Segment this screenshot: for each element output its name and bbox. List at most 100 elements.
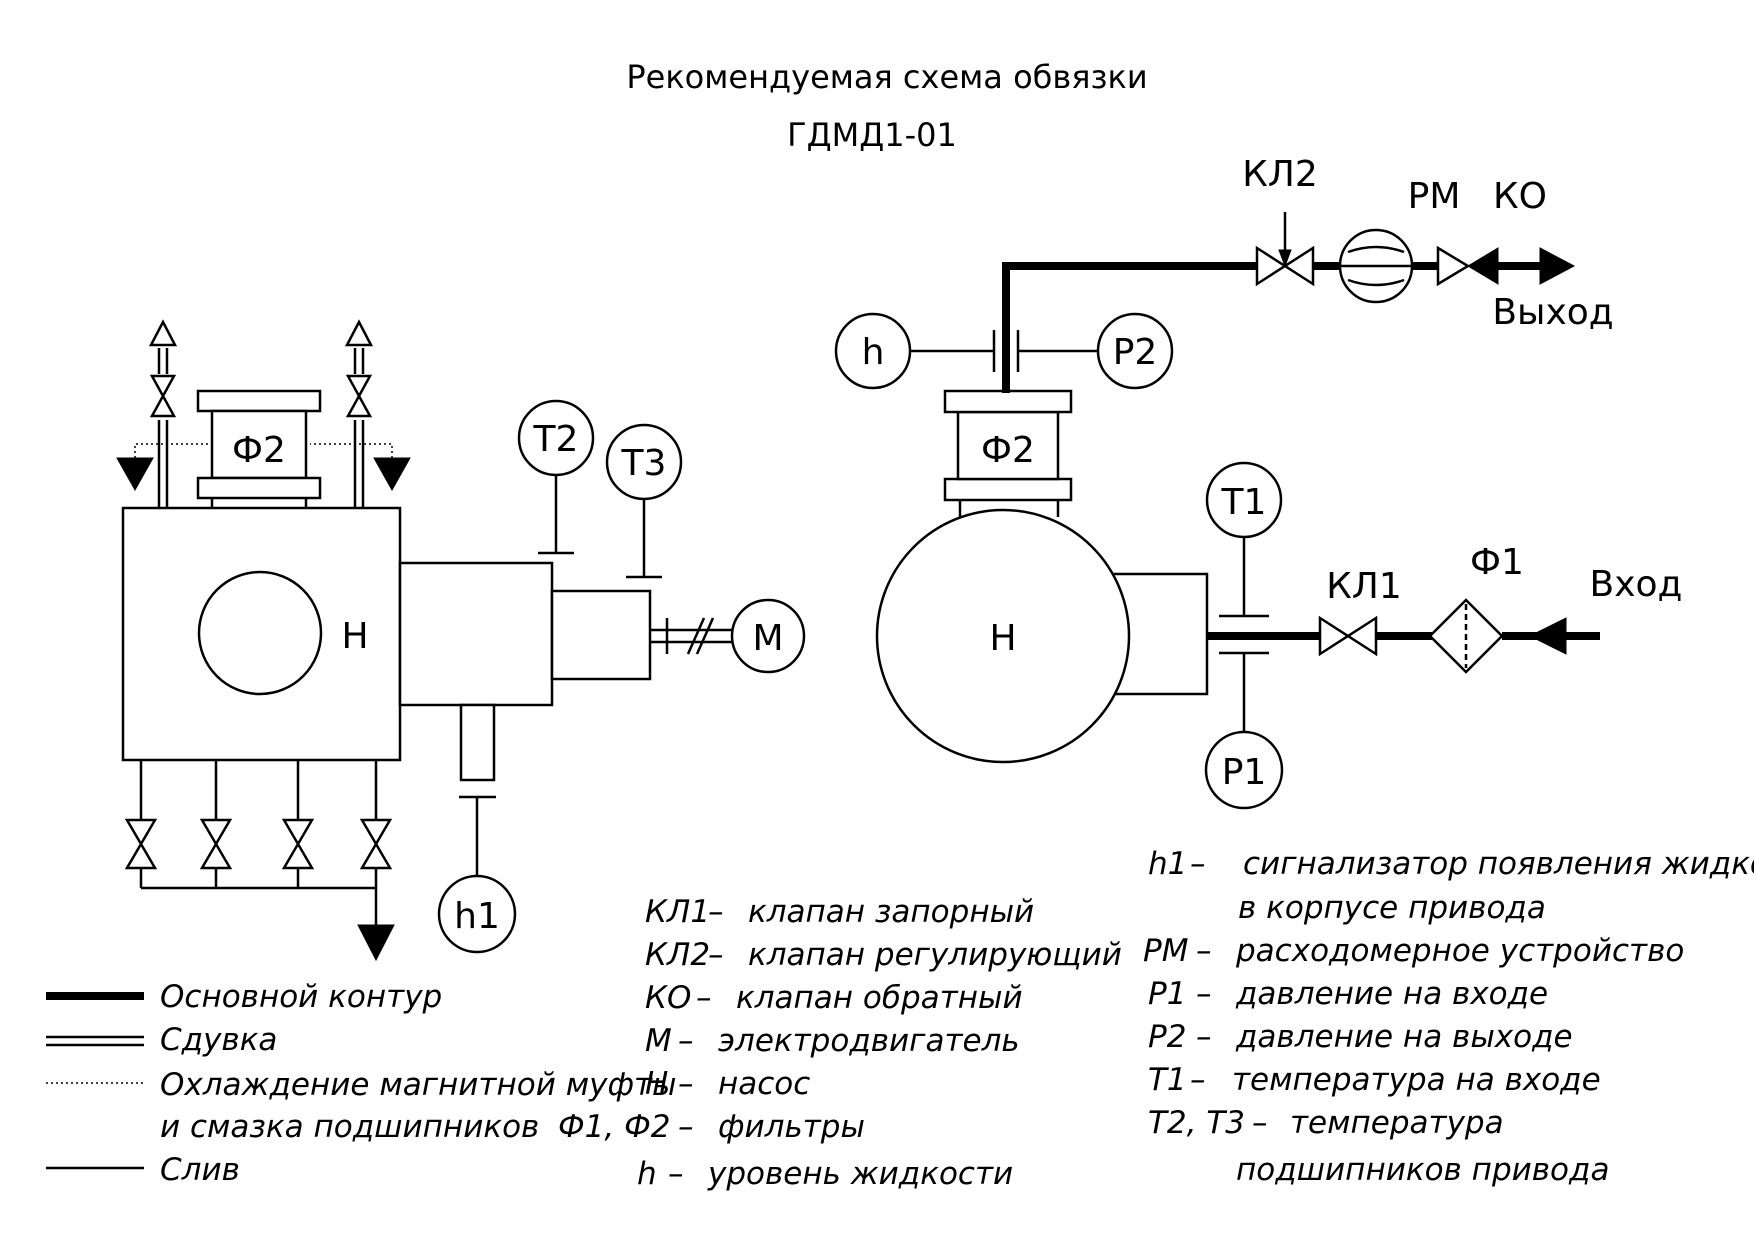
sensor-h1	[437, 874, 517, 954]
abbrev-key: М	[645, 1023, 672, 1059]
inlet-arrow	[1528, 617, 1567, 655]
right-view: Н Ф2 h P2 КЛ2 РМ	[834, 154, 1683, 810]
abbrev-key: P1	[1148, 976, 1186, 1012]
abbrev-text: клапан обратный	[736, 980, 1023, 1016]
sensor-p1	[1204, 730, 1284, 810]
vent-line-left	[148, 319, 178, 508]
abbrev-text: клапан запорный	[748, 894, 1034, 930]
valve-kl1	[1318, 616, 1378, 656]
abbrev-dash: –	[708, 894, 724, 930]
abbrev-key: h1	[1148, 846, 1187, 882]
abbrev-text: фильтры	[718, 1109, 865, 1145]
abbrev-text: температура	[1290, 1105, 1504, 1141]
abbrev-key: КО	[645, 980, 691, 1016]
abbrev-dash: –	[678, 1066, 694, 1102]
outlet-arrow	[1539, 247, 1576, 285]
pump-casing-front	[875, 508, 1131, 764]
abbrev-key: P2	[1148, 1019, 1186, 1055]
abbrev-text: электродвигатель	[718, 1023, 1020, 1059]
abbrev-dash: –	[708, 937, 724, 973]
pump-label-left: Н	[341, 616, 368, 657]
legend-thin-label: Слив	[160, 1152, 240, 1188]
valve-kl1-label: КЛ1	[1326, 566, 1402, 607]
valve-kl2	[1255, 212, 1315, 286]
abbrev-text: температура на входе	[1232, 1062, 1601, 1098]
abbrev-dash: –	[678, 1109, 694, 1145]
cooling-arrow-right	[373, 457, 411, 492]
abbrev-key: h	[637, 1156, 657, 1192]
check-valve-label: КО	[1493, 176, 1547, 217]
left-view: Н Ф2	[116, 319, 806, 962]
legend-main-label: Основной контур	[160, 979, 442, 1015]
sensor-h1-label: h1	[454, 896, 500, 937]
pump-label-right: Н	[989, 618, 1016, 659]
drain-manifold	[125, 760, 395, 962]
cooling-line-left	[134, 443, 210, 458]
check-valve-ko	[1436, 245, 1471, 287]
abbrev-text: в корпусе привода	[1238, 890, 1546, 926]
abbrev-text: сигнализатор появления жидкости	[1243, 846, 1754, 882]
abbrev-text: давление на входе	[1235, 976, 1548, 1012]
filter-f1-label: Ф1	[1470, 542, 1524, 583]
abbrev-dash: –	[1252, 1105, 1268, 1141]
filter-f1	[1428, 598, 1504, 674]
abbrev-key: Ф1, Ф2	[558, 1109, 671, 1145]
abbrev-text: уровень жидкости	[707, 1156, 1013, 1192]
motor-label: М	[752, 618, 783, 659]
pump-impeller-circle	[197, 570, 323, 696]
abbrev-dash: –	[1196, 933, 1212, 969]
abbrev-text: подшипников привода	[1236, 1152, 1609, 1188]
filter-bottom-flange	[196, 476, 322, 500]
sensor-p1-label: P1	[1222, 752, 1267, 793]
abbrev-dash: –	[696, 980, 712, 1016]
abbrev-text: давление на выходе	[1235, 1019, 1573, 1055]
sensor-t1-label: Т1	[1221, 482, 1267, 523]
title-line-2: ГДМД1-01	[787, 116, 957, 154]
valve-kl2-label: КЛ2	[1242, 154, 1318, 195]
filter-f2-label: Ф2	[981, 430, 1035, 471]
abbrev-dash: –	[1190, 846, 1206, 882]
sensor-t3-label: Т3	[621, 443, 667, 484]
motor-symbol	[730, 598, 806, 674]
sensor-t2-label: Т2	[533, 419, 579, 460]
legend-double-label: Сдувка	[160, 1022, 277, 1058]
filter-f2-bottom-flange	[943, 477, 1073, 502]
outlet-label: Выход	[1492, 292, 1613, 333]
cooling-line-right	[310, 443, 393, 458]
abbrev-text: насос	[718, 1066, 810, 1102]
legend-dotted-label-cont: и смазка подшипников	[160, 1109, 539, 1145]
abbrev-dash: –	[1196, 976, 1212, 1012]
abbrev-dash: –	[1196, 1019, 1212, 1055]
sensor-p2-label: P2	[1113, 332, 1158, 373]
flowmeter-rm	[1338, 228, 1414, 304]
abbrev-dash: –	[1190, 1062, 1206, 1098]
filter-f2-body	[956, 410, 1060, 481]
legend-dotted-label: Охлаждение магнитной муфты	[160, 1067, 676, 1103]
vent-line-right	[344, 319, 374, 508]
line-legend: Основной контур Сдувка Охлаждение магнит…	[46, 979, 676, 1188]
leak-chamber	[459, 703, 496, 782]
cooling-arrow-left	[116, 457, 154, 492]
abbrev-list-left: КЛ1 – клапан запорный КЛ2 – клапан регул…	[558, 894, 1122, 1192]
abbrev-list-right: h1 – сигнализатор появления жидкости в к…	[1143, 846, 1754, 1188]
abbrev-dash: –	[678, 1023, 694, 1059]
filter-f2-top-flange	[943, 389, 1073, 414]
sensor-h-label: h	[862, 332, 885, 373]
flowmeter-label: РМ	[1408, 176, 1461, 217]
abbrev-text: расходомерное устройство	[1235, 933, 1684, 969]
abbrev-text: клапан регулирующий	[748, 937, 1122, 973]
abbrev-key: КЛ2	[645, 937, 710, 973]
filter-top-flange	[196, 389, 322, 413]
drive-bearing-housing	[550, 589, 652, 681]
inlet-label: Вход	[1590, 564, 1683, 605]
filter-label-left: Ф2	[232, 430, 286, 471]
drain-arrow	[357, 924, 395, 962]
abbrev-key: Т2, Т3	[1148, 1105, 1245, 1141]
abbrev-dash: –	[668, 1156, 684, 1192]
discharge-line	[1002, 262, 1256, 393]
filter-body-left	[210, 409, 308, 480]
abbrev-key: Т1	[1148, 1062, 1187, 1098]
title-line-1: Рекомендуемая схема обвязки	[626, 58, 1147, 96]
abbrev-key: РМ	[1143, 933, 1188, 969]
